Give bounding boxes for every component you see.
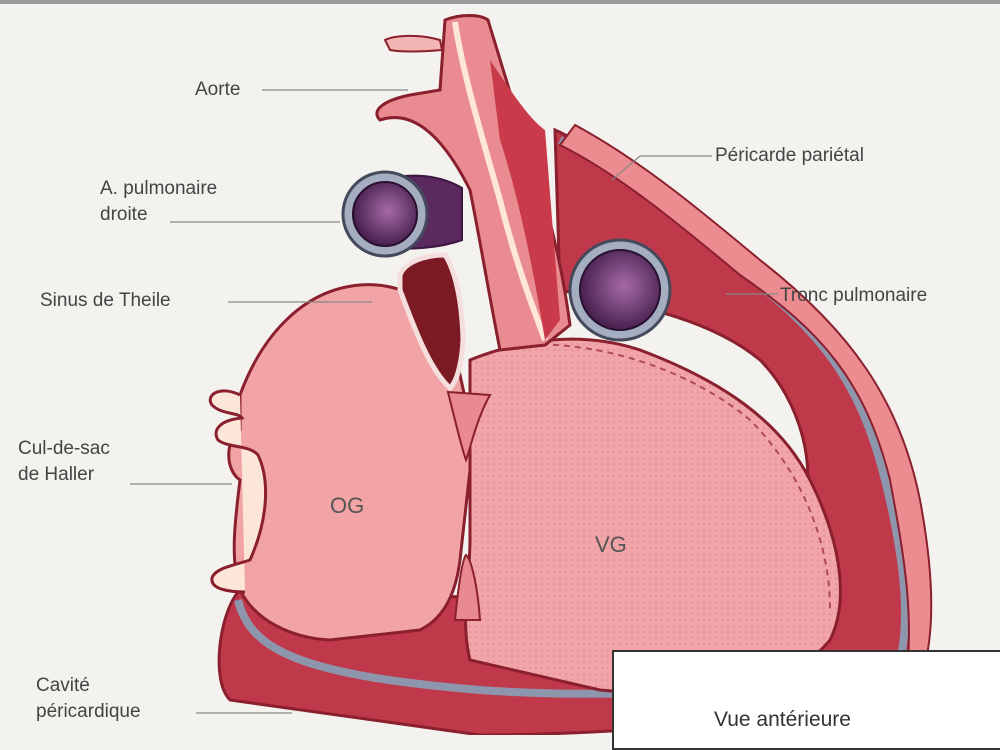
- view-caption-box: Vue antérieure: [612, 650, 1000, 750]
- aortic-branch: [385, 36, 442, 52]
- right-pulmonary-artery: [343, 172, 462, 256]
- pulmonary-trunk: [570, 240, 670, 340]
- view-caption: Vue antérieure: [714, 708, 851, 732]
